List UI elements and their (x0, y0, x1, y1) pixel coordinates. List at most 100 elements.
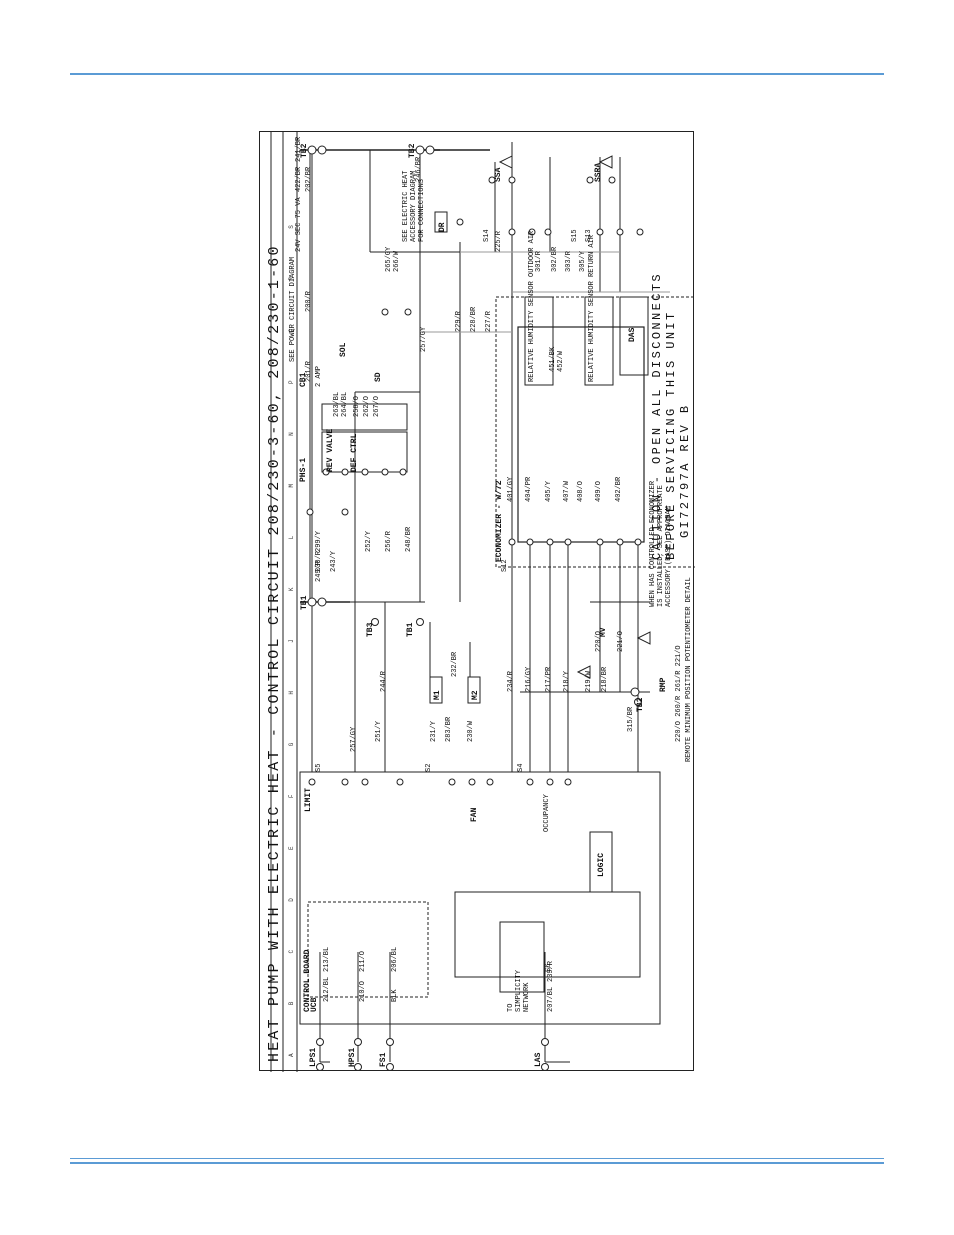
s14-label: S14 (483, 229, 491, 242)
wire-label: 231/Y (430, 720, 438, 742)
wire-label: 248/BR (405, 526, 413, 552)
wire-label: 401/GY (507, 476, 515, 502)
las-label: LAS (534, 1052, 543, 1067)
wire-label: 207/BL (547, 987, 555, 1012)
wire-label: 219/W (585, 670, 593, 692)
limit-label: LIMIT (304, 788, 313, 812)
wire-label: 402/BR (615, 476, 623, 502)
rh-return-label: RELATIVE HUMIDITY SENSOR RETURN AIR (588, 234, 596, 382)
wire-label: 409/O (595, 481, 603, 502)
diagram-title: HEAT PUMP WITH ELECTRIC HEAT - CONTROL C… (266, 244, 283, 1062)
wire-label: 299/Y (315, 530, 323, 552)
m1-label: M1 (433, 690, 442, 700)
rh-outdoor-label: RELATIVE HUMIDITY SENSOR OUTDOOR AIR (528, 230, 536, 382)
wire-label: 230/W (467, 720, 475, 742)
warning-icon (598, 155, 613, 169)
network-note-3: NETWORK (523, 982, 531, 1012)
lps1-label: LPS1 (309, 1048, 318, 1067)
wire-label: 264/BL (341, 392, 349, 417)
see-power-note: SEE POWER CIRCUIT DIAGRAM (289, 257, 297, 362)
wire-label: BLK (391, 989, 399, 1002)
grid-letter: H (288, 691, 295, 695)
grid-letter: P (288, 380, 295, 384)
wire-label: 241/BR (295, 136, 303, 162)
wire-label: 218/Y (563, 670, 571, 692)
tb1-label: TB1 (300, 595, 309, 610)
m1-motor (429, 676, 443, 704)
transformer-label: 24V SEC 75 VA (295, 197, 303, 252)
caution-line-2: BEFORE SERVICING THIS UNIT (664, 310, 678, 560)
network-connector (499, 921, 545, 993)
economizer-note-3: ACCESSORY (BASE) DIAGRAM (665, 506, 673, 607)
control-board-box (299, 771, 661, 1025)
footer-rule-thin (70, 1158, 884, 1159)
elec-heat-note-3: FOR CONNECTIONS (418, 179, 426, 242)
wire-label: 452/W (557, 350, 565, 372)
logic-block (589, 831, 613, 893)
wire-label: 211/O (359, 951, 367, 972)
dr-label: DR (438, 222, 447, 232)
rh-outdoor-box (524, 296, 554, 386)
elec-heat-note-2: ACCESSORY DIAGRAM (410, 171, 418, 242)
wire-label: 408/O (577, 481, 585, 502)
hps1-label: HPS1 (348, 1048, 357, 1067)
wire-label: 200/R (305, 290, 313, 312)
wire-label: 251/Y (375, 720, 383, 742)
occupancy-label: OCCUPANCY (543, 793, 551, 832)
wire-label: 451/BK (549, 346, 557, 372)
rh-return-box (584, 296, 614, 386)
wire-label: 265/GY (385, 246, 393, 272)
wire-label: 202/BR (305, 166, 313, 192)
def-ctrl-label: DEF CTRL (350, 433, 359, 472)
sd-label: SD (374, 372, 383, 382)
economizer-note-2: IS INSTALLED, SEE APPROPRIATE (657, 485, 665, 607)
grid-letter: F (288, 794, 295, 798)
grid-letter: M (288, 484, 295, 488)
elec-heat-note-1: SEE ELECTRIC HEAT (402, 171, 410, 242)
sol-label: SOL (339, 342, 348, 357)
grid-letter: C (288, 949, 295, 953)
cb1-label: CB1 (299, 372, 308, 387)
caution-line-1: CAUTION - OPEN ALL DISCONNECTS (650, 271, 664, 560)
ssa-label: SSA (494, 167, 503, 182)
wire-label: 303/R (565, 250, 573, 272)
wire-label: 239/R (547, 960, 555, 982)
s6-label: S6 (545, 964, 553, 972)
grid-letter: Q (288, 328, 295, 332)
wire-label: 244/R (380, 670, 388, 692)
s12-label: S12 (501, 559, 509, 572)
warning-icon (636, 631, 651, 645)
fs1-label: FS1 (379, 1052, 388, 1067)
grid-letter: R (288, 277, 295, 281)
wire-label: 234/R (507, 670, 515, 692)
wire-label: 217/PR (545, 666, 553, 692)
network-note-1: TO (507, 1004, 515, 1012)
s2-label: S2 (425, 764, 433, 772)
wire-label: 315/BR (627, 706, 635, 732)
grid-letter: G (288, 742, 295, 746)
grid-letter: A (288, 1053, 295, 1057)
economizer-note-1: WHEN HAS CONTROLLED ECONOMIZER (649, 480, 657, 607)
wire-label: 256/R (385, 530, 393, 552)
das-box (619, 296, 649, 376)
phs1-label: PHS-1 (299, 458, 308, 482)
wire-label: 302/BR (551, 246, 559, 272)
wire-label: 305/Y (579, 250, 587, 272)
wire-label: 228/BR (470, 306, 478, 332)
s13-label: S13 (585, 229, 593, 242)
wire-label: 213/BL (323, 947, 331, 972)
tb3-label: TB3 (366, 622, 375, 637)
rmp-note: REMOTE MINIMUM POSITION POTENTIOMETER DE… (685, 577, 693, 762)
wire-label: 301/R (535, 250, 543, 272)
tb2-label-c: TB2 (636, 697, 645, 712)
control-board-label: CONTROL BOARD (303, 949, 312, 1012)
wire-label: 262/O (363, 396, 371, 417)
wire-label: 266/W (393, 250, 401, 272)
logic-label: LOGIC (597, 853, 606, 877)
mv-label: MV (599, 627, 608, 637)
ucb-label: UCB (310, 997, 319, 1012)
dr-relay (434, 211, 448, 233)
tb2-label-b: TB2 (408, 143, 417, 158)
wire-label: 252/Y (365, 530, 373, 552)
